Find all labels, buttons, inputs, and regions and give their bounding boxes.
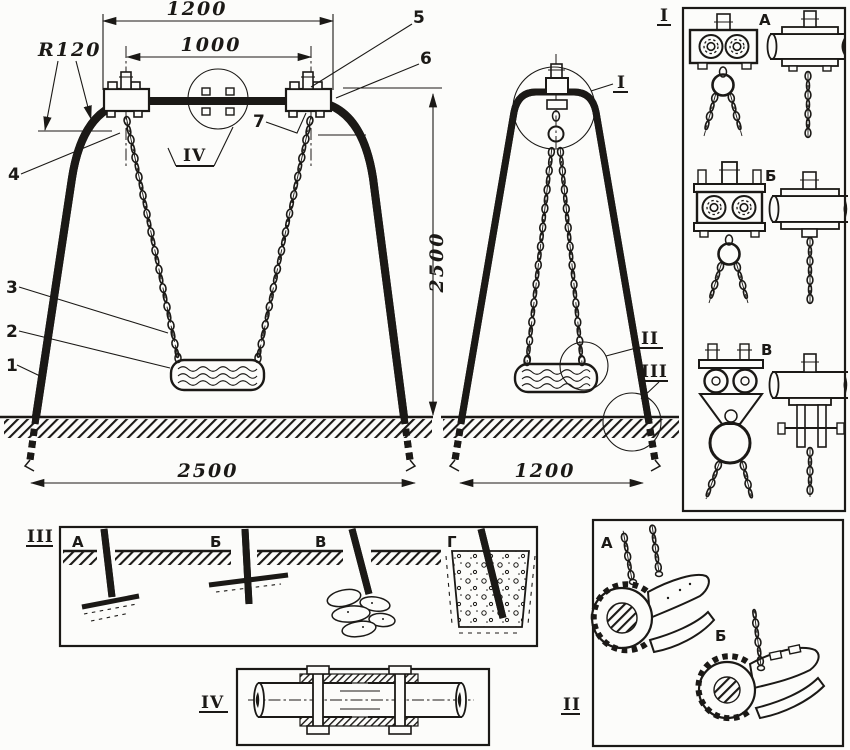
- front-detail-ref-iv: IV: [167, 126, 234, 167]
- splice-detail-circle: [187, 68, 249, 130]
- chain-links: [806, 236, 814, 305]
- front-ground: [0, 415, 433, 438]
- variant-b-label: Б: [765, 167, 776, 185]
- callout-4: 4: [8, 165, 20, 185]
- chain-links: [733, 261, 749, 300]
- chain-links: [804, 70, 812, 139]
- suspension-b-front: [693, 161, 766, 304]
- variant-a-label: А: [759, 11, 771, 29]
- panel-seat-border: [591, 518, 845, 748]
- dim-base-2500: 2500: [30, 460, 416, 488]
- chain-links: [806, 446, 814, 496]
- callout-7: 7: [253, 112, 265, 132]
- seat-variant-a-tire: [590, 524, 716, 654]
- suspension-v-front: [698, 343, 764, 500]
- detail-ref-iv-label: IV: [183, 146, 206, 166]
- chain-links: [739, 460, 754, 499]
- dim-hanger-1000: 1000: [126, 34, 312, 62]
- chain-links: [704, 92, 719, 131]
- seat-variant-b-tire: [695, 608, 826, 722]
- tire-seat-side: [513, 355, 599, 394]
- chain-links: [705, 460, 723, 498]
- splice-assembly: [248, 665, 474, 735]
- side-dim-base-label: 1200: [515, 460, 576, 482]
- front-view: 1200 1000 R120 2500 2500 1 2: [0, 0, 448, 488]
- right-hanger-clamp: [284, 71, 333, 118]
- side-apex-hanger: [545, 63, 569, 143]
- buried-foot-hook: [405, 459, 417, 472]
- anchoring-ground: [63, 549, 441, 565]
- panel-splice-border: [235, 667, 491, 747]
- callout-2: 2: [6, 322, 18, 342]
- anchoring-b-crossbar: [208, 529, 289, 604]
- seat-b-label: Б: [715, 627, 726, 645]
- left-hanger-clamp: [102, 71, 151, 118]
- chain-links: [648, 524, 663, 573]
- callout-6: 6: [420, 49, 432, 69]
- anchoring-a-plate: [81, 529, 140, 622]
- tire-seat-front: [169, 352, 266, 392]
- anchoring-a-label: А: [72, 533, 84, 551]
- splice-u-bolt-right: [388, 665, 412, 735]
- side-detail-ref-iii: III: [602, 362, 668, 452]
- suspension-a-side: [766, 10, 846, 139]
- side-view: I II III 1200: [441, 54, 679, 488]
- panel-i-ref-label: I: [660, 6, 669, 26]
- side-dim-base-1200: 1200: [459, 460, 644, 488]
- front-frame-tube: [23, 97, 417, 472]
- suspension-a-front: [688, 13, 759, 137]
- callout-3: 3: [6, 278, 18, 298]
- chain-links: [727, 92, 742, 131]
- side-ground: [441, 415, 679, 438]
- panel-splice: IV: [199, 665, 491, 747]
- side-chain-left: [526, 146, 553, 364]
- anchoring-g-concrete: [445, 529, 536, 634]
- chain-links: [256, 115, 314, 359]
- callout-5: 5: [413, 8, 425, 28]
- panel-suspension-border: [681, 6, 847, 513]
- panel-iii-ref-label: III: [27, 527, 54, 547]
- panel-suspension: I А Б: [657, 6, 848, 513]
- chain-links: [620, 532, 635, 581]
- dim-base-width-label: 2500: [177, 460, 239, 482]
- dim-hanger-spacing-label: 1000: [181, 34, 242, 56]
- chain-links: [709, 261, 725, 299]
- chain-links: [123, 115, 180, 359]
- panel-anchoring: III А Б В: [26, 525, 539, 648]
- panel-iv-ref-label: IV: [201, 693, 224, 713]
- radius-callout: R120: [37, 39, 101, 131]
- dim-top-1200: 1200: [102, 0, 334, 90]
- suspension-v-side: [768, 353, 848, 497]
- detail-ref-iii-label: III: [641, 362, 668, 382]
- side-chain-right: [559, 146, 583, 364]
- anchoring-b-label: Б: [210, 533, 221, 551]
- chain-links: [523, 146, 556, 365]
- front-callouts: 1 2 3 4 5 6 7: [6, 8, 432, 377]
- detail-ref-ii-label: II: [641, 329, 659, 349]
- anchoring-v-stones: [326, 529, 396, 638]
- panel-anchoring-border: [58, 525, 539, 648]
- side-detail-ref-ii: II: [559, 329, 663, 391]
- side-frame-tube: [448, 88, 662, 472]
- suspension-b-side: [768, 171, 848, 305]
- anchoring-v-label: В: [315, 533, 326, 551]
- buried-foot-hook: [23, 459, 35, 472]
- callout-1: 1: [6, 356, 18, 376]
- chain-links: [556, 146, 586, 366]
- dim-height-label: 2500: [426, 232, 448, 294]
- radius-label: R120: [37, 39, 101, 61]
- anchoring-g-label: Г: [447, 533, 457, 551]
- side-detail-ref-i: I: [512, 66, 628, 150]
- panel-ii-ref-label: II: [563, 695, 581, 715]
- variant-v-label: В: [761, 341, 772, 359]
- panel-seat: II А Б: [561, 518, 845, 748]
- dim-top-width-label: 1200: [167, 0, 228, 20]
- chain-links: [751, 608, 765, 667]
- splice-u-bolt-left: [306, 665, 330, 735]
- dim-height-2500: 2500: [343, 87, 448, 416]
- detail-ref-i-label: I: [617, 73, 626, 93]
- seat-a-label: А: [601, 534, 613, 552]
